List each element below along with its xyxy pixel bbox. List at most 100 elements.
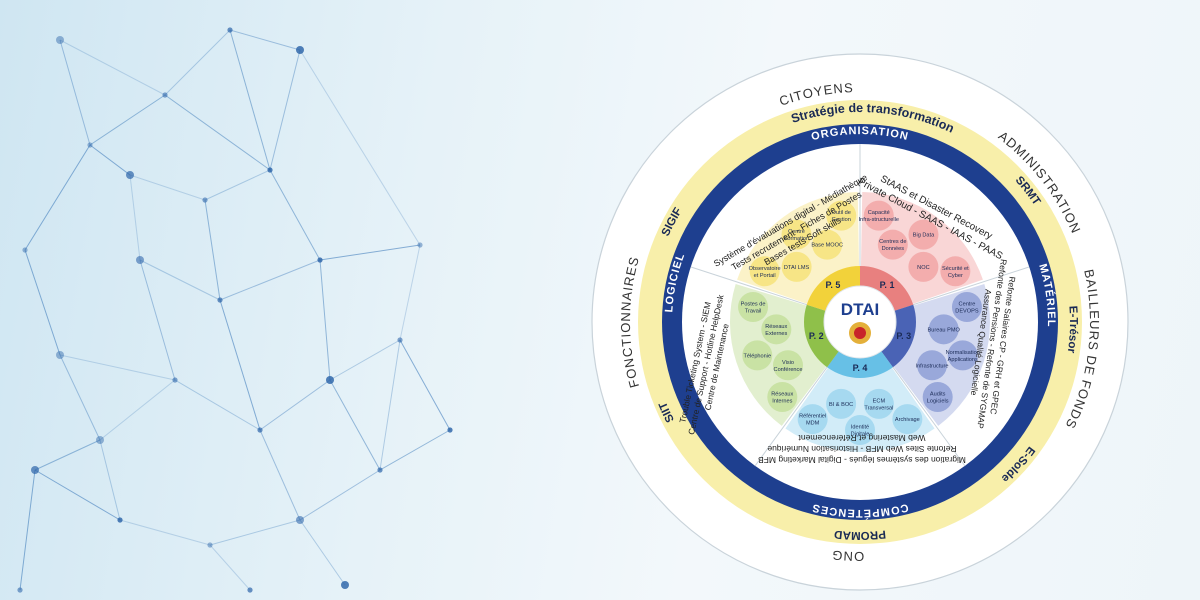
network-node — [207, 542, 213, 548]
blue-label-bottom: COMPÉTENCES — [810, 501, 909, 520]
network-node — [267, 167, 273, 173]
bubble-label-p5-3: Base MOOC — [811, 243, 843, 249]
network-edge — [119, 519, 211, 546]
network-edge — [219, 259, 321, 301]
network-edge — [174, 379, 261, 431]
network-node — [117, 517, 123, 523]
bubble-p3-4 — [922, 382, 953, 413]
bubble-p3-1 — [928, 314, 959, 345]
bubble-p1-4 — [940, 256, 971, 287]
bubble-p5-1 — [781, 251, 812, 282]
bubble-p2-1 — [772, 350, 803, 381]
network-edge — [89, 94, 166, 146]
network-edge — [209, 519, 301, 546]
bubble-p4-2 — [845, 415, 875, 445]
bubble-p4-4 — [797, 404, 828, 435]
yellow-label-bottom: PROMAD — [834, 527, 887, 541]
network-node — [22, 247, 28, 253]
pillar-segment-p3 — [881, 304, 916, 368]
network-edge — [219, 299, 261, 431]
network-edge — [259, 429, 301, 521]
bubble-label-p3-3: Infrastructure — [916, 363, 949, 369]
network-node — [247, 587, 253, 593]
sector-bottom-line-2: Web Mastering et Référencement — [798, 433, 926, 443]
pillar-label-p5: P. 5 — [826, 280, 841, 290]
network-edge — [99, 439, 121, 521]
network-edge — [379, 429, 451, 471]
network-node — [126, 171, 134, 179]
network-edge — [229, 29, 271, 171]
network-edge — [59, 354, 176, 381]
network-node — [257, 427, 263, 433]
network-node — [17, 587, 23, 593]
pillar-segment-p4 — [827, 351, 893, 379]
network-edge — [329, 339, 401, 381]
bubble-p5-0 — [749, 256, 780, 287]
network-edge — [59, 39, 91, 146]
network-node — [56, 36, 64, 44]
network-edge — [89, 144, 131, 176]
bubble-p4-1 — [863, 388, 894, 419]
network-edge — [269, 49, 301, 171]
bubble-p3-3 — [917, 350, 948, 381]
bubble-label-p5-1: DTAI LMS — [784, 265, 810, 271]
network-node — [96, 436, 104, 444]
network-node — [172, 377, 178, 383]
network-edge — [129, 174, 206, 201]
network-edge — [209, 544, 251, 591]
network-edge — [24, 144, 91, 251]
bubble-p2-3 — [761, 314, 792, 345]
logo-text: DTAI — [841, 300, 879, 319]
network-edge — [34, 439, 101, 471]
network-node — [296, 516, 304, 524]
network-node — [377, 467, 383, 473]
pillar-segment-p5 — [806, 266, 860, 311]
sector-bottom-line-0: Migration des systèmes légués - Digital … — [758, 455, 966, 465]
bubble-p1-1 — [877, 229, 908, 260]
blue-label-top: ORGANISATION — [810, 125, 910, 143]
bubble-label-p1-3: NOC — [917, 265, 929, 271]
bubble-p4-0 — [892, 404, 923, 435]
bubble-label-p4-3: BI & BOC — [829, 402, 853, 408]
network-edge — [164, 94, 271, 171]
network-edge — [269, 169, 321, 261]
pillar-ring: P. 1P. 3P. 4P. 2P. 5 — [804, 266, 916, 379]
network-edge — [59, 39, 166, 96]
bubble-p1-2 — [908, 219, 939, 250]
pillar-segment-p1 — [860, 266, 914, 311]
network-node — [56, 351, 64, 359]
network-node — [217, 297, 223, 303]
network-node — [326, 376, 334, 384]
sector-bottom-line-1: Refonte Sites Web MFB - Historisation Nu… — [767, 444, 957, 454]
network-edge — [379, 339, 401, 471]
network-edge — [139, 259, 221, 301]
network-edge — [164, 29, 231, 96]
bubble-p5-3 — [812, 229, 843, 260]
network-edge — [259, 379, 331, 431]
network-edge — [204, 169, 271, 201]
pillar-label-p3: P. 3 — [896, 331, 911, 341]
network-node — [296, 46, 304, 54]
bubble-p5-2 — [781, 219, 812, 250]
network-node — [341, 581, 349, 589]
network-node — [227, 27, 233, 33]
network-edge — [229, 29, 301, 51]
network-edge — [139, 259, 176, 381]
pillar-label-p4: P. 4 — [853, 363, 868, 373]
bubble-label-p2-2: Téléphonie — [743, 353, 771, 359]
bubble-label-p3-1: Bureau PMO — [928, 327, 961, 333]
bubble-label-p4-0: Archivage — [895, 417, 920, 423]
bubble-p2-4 — [738, 291, 769, 322]
